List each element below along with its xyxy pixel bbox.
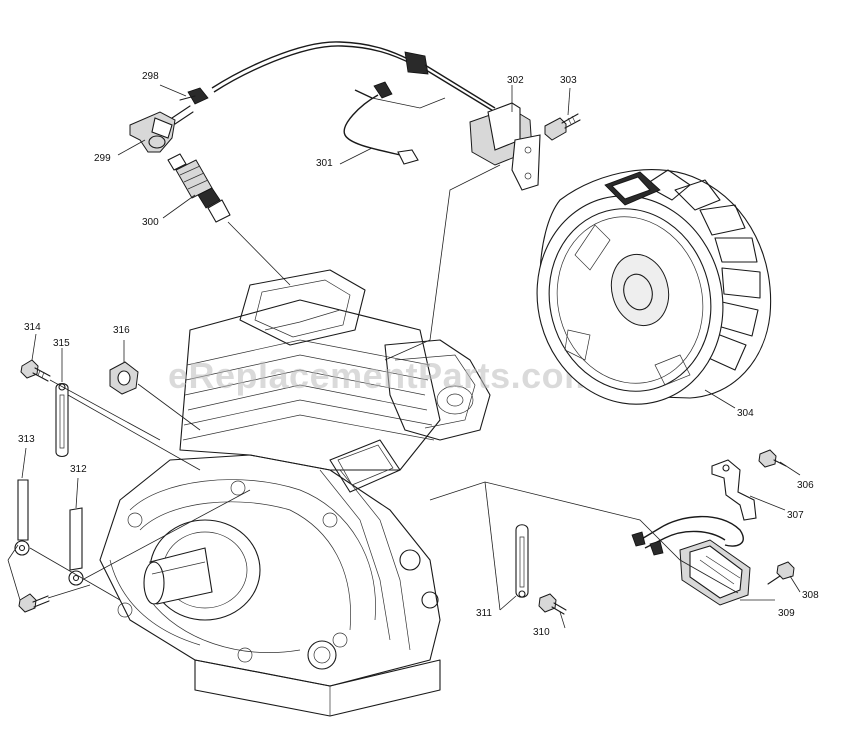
label-299: 299 xyxy=(94,153,111,164)
bracket-screw[interactable] xyxy=(758,449,787,468)
label-312: 312 xyxy=(70,464,87,475)
label-313: 313 xyxy=(18,434,35,445)
grommet[interactable] xyxy=(109,361,139,395)
ground-terminal[interactable] xyxy=(68,507,84,586)
leader-lines xyxy=(7,84,801,629)
label-300: 300 xyxy=(142,217,159,228)
stop-wire[interactable] xyxy=(343,81,419,165)
watermark: eReplacementParts.com xyxy=(168,355,597,396)
hose-clip[interactable] xyxy=(179,87,209,105)
label-310: 310 xyxy=(533,627,550,638)
label-307: 307 xyxy=(787,510,804,521)
strap[interactable] xyxy=(55,382,69,458)
ground-strap[interactable] xyxy=(515,524,529,598)
label-316: 316 xyxy=(113,325,130,336)
label-306: 306 xyxy=(797,480,814,491)
bracket[interactable] xyxy=(711,459,757,521)
flywheel[interactable] xyxy=(514,169,772,426)
strap-bolt[interactable] xyxy=(538,593,567,615)
ground-screw[interactable] xyxy=(18,593,50,613)
label-303: 303 xyxy=(560,75,577,86)
ignition-module[interactable] xyxy=(631,515,751,606)
part-labels: 298 299 300 301 302 303 304 306 307 308 … xyxy=(18,71,819,638)
label-309: 309 xyxy=(778,608,795,619)
ground-wire[interactable] xyxy=(14,479,30,556)
coil-bolt[interactable] xyxy=(544,113,581,141)
spark-plug[interactable] xyxy=(167,153,231,223)
label-314: 314 xyxy=(24,322,41,333)
engine-block xyxy=(99,269,491,717)
label-298: 298 xyxy=(142,71,159,82)
ignition-coil[interactable] xyxy=(211,41,541,191)
label-304: 304 xyxy=(737,408,754,419)
strap-bolt-upper[interactable] xyxy=(20,359,51,382)
label-308: 308 xyxy=(802,590,819,601)
label-311: 311 xyxy=(476,608,492,619)
label-301: 301 xyxy=(316,158,333,169)
module-screw[interactable] xyxy=(767,561,795,585)
label-315: 315 xyxy=(53,338,70,349)
spark-plug-cap[interactable] xyxy=(129,105,194,153)
label-302: 302 xyxy=(507,75,524,86)
